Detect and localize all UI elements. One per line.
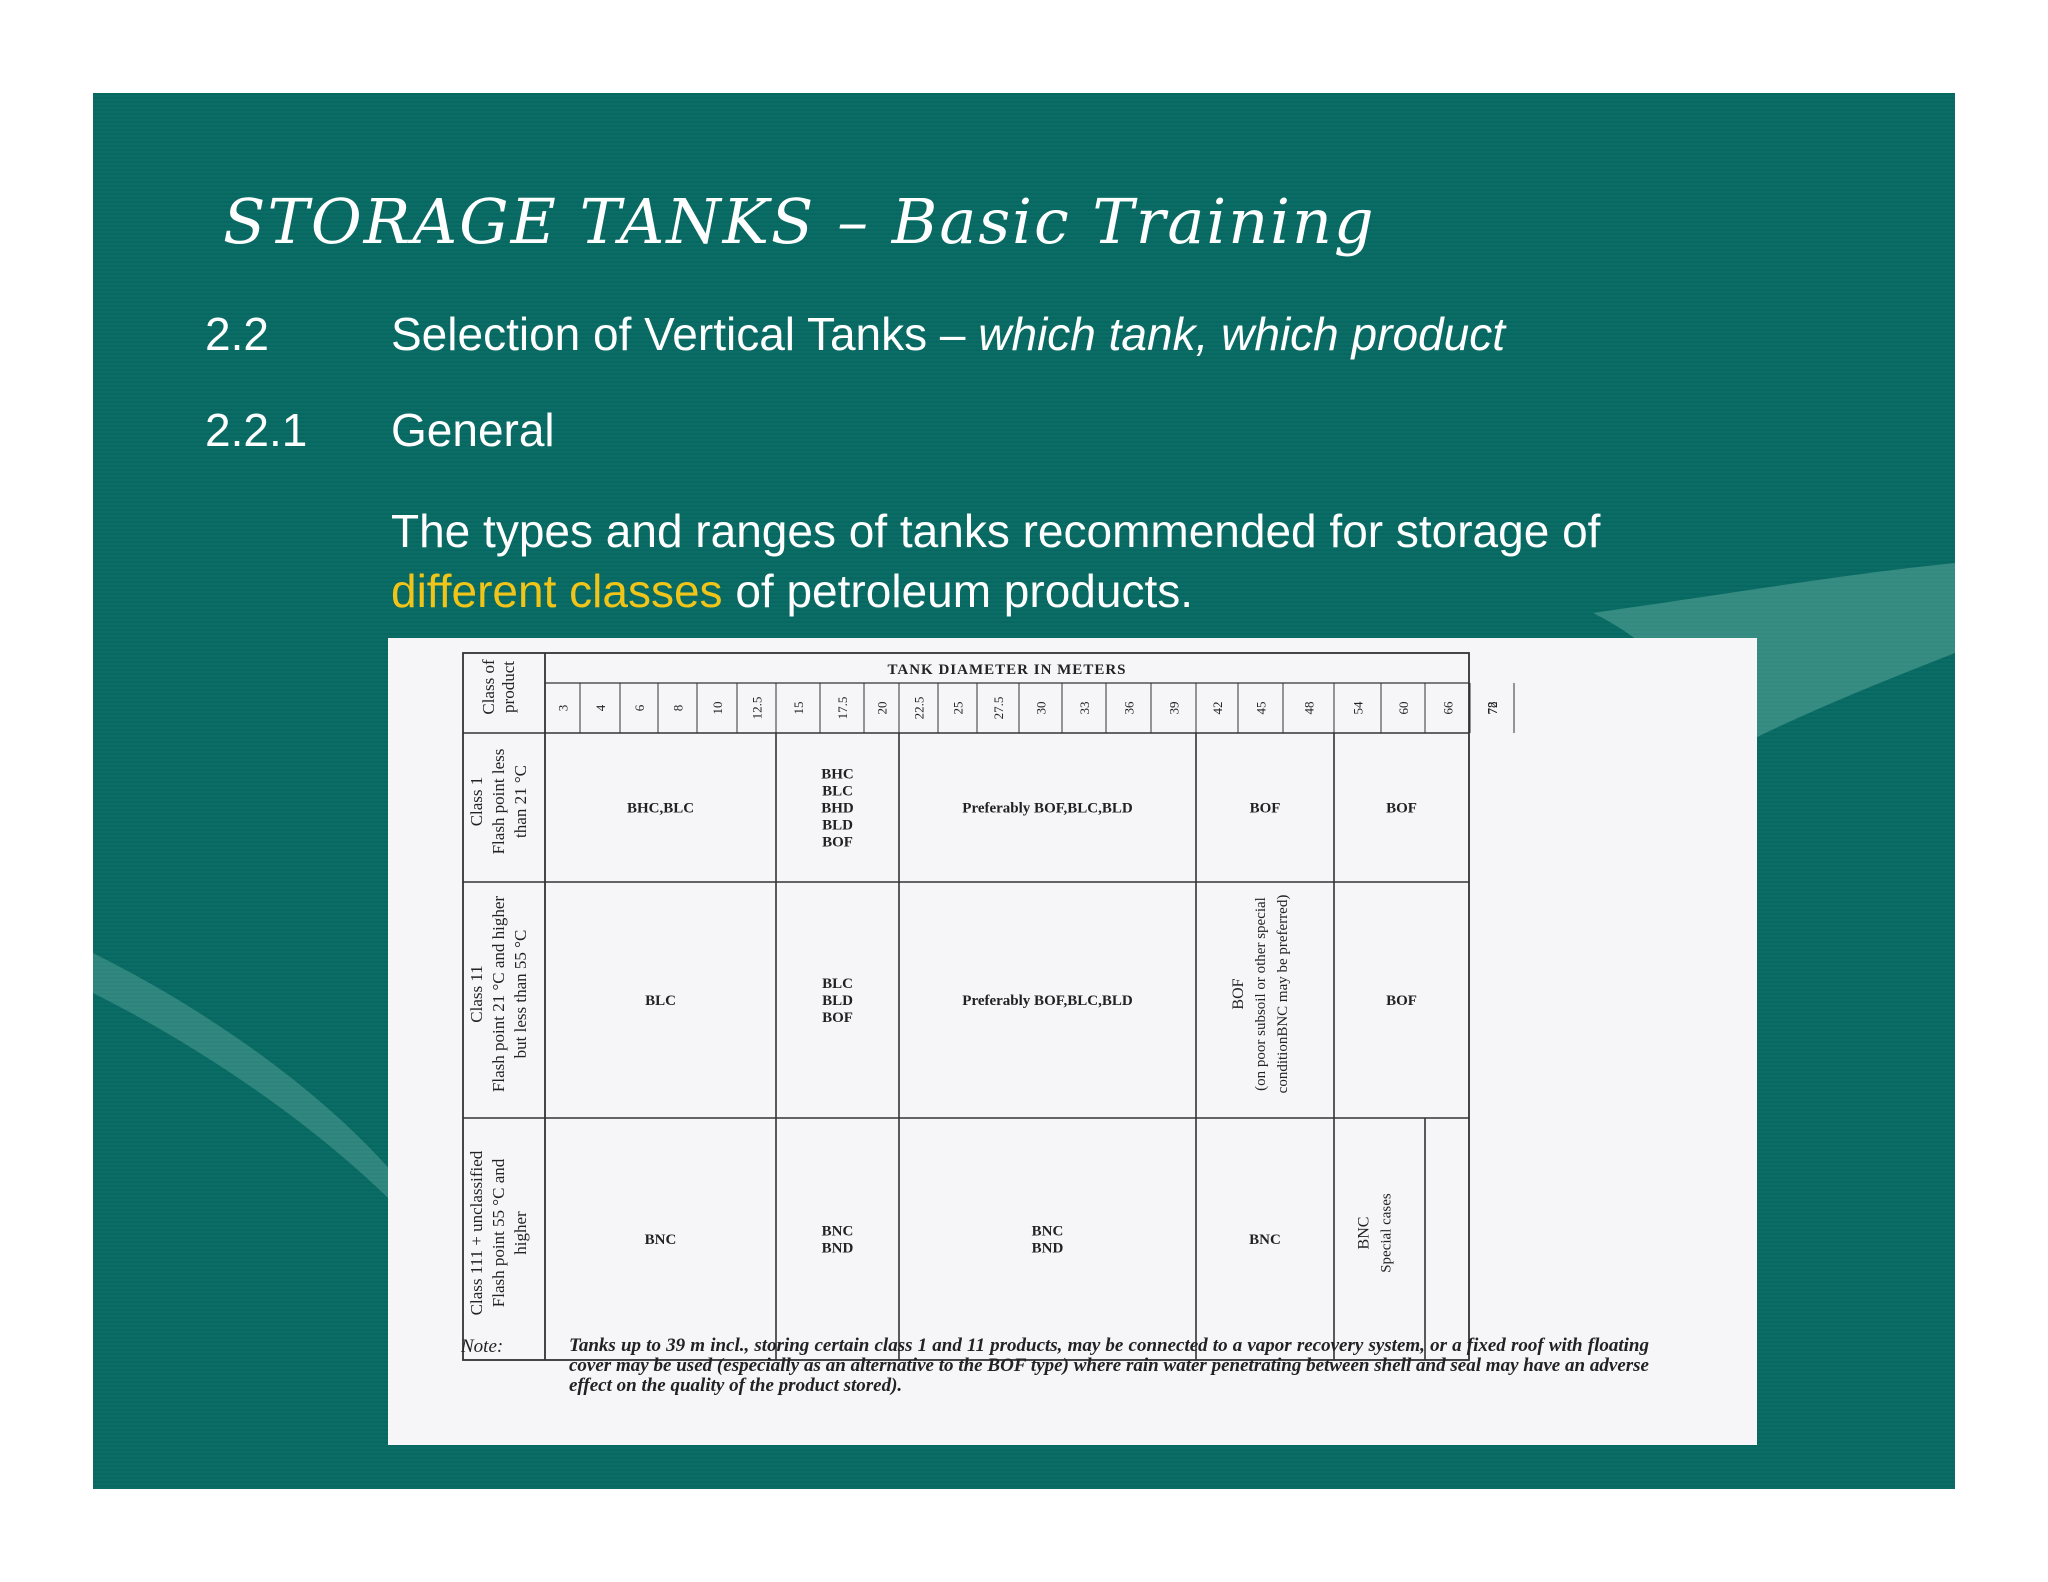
diameter-label: 3 — [556, 705, 571, 712]
cell-text: BND — [822, 1241, 854, 1257]
note-label: Note: — [461, 1336, 504, 1357]
body-paragraph: The types and ranges of tanks recommende… — [391, 501, 1791, 621]
cell-text: BNC — [1032, 1224, 1064, 1240]
row-class-label: Flash point 55 °C and — [489, 1158, 508, 1307]
cell-rotated-text: (on poor subsoil or other special — [1253, 897, 1269, 1091]
row-class-label: than 21 °C — [511, 765, 530, 838]
diameter-label: 12.5 — [750, 697, 765, 720]
section-title: Selection of Vertical Tanks – — [391, 308, 979, 360]
cell-text: BOF — [822, 1010, 853, 1026]
cell-text: BNC — [822, 1224, 854, 1240]
cell-text: BNC — [645, 1232, 677, 1248]
row-class-label: Class 11 — [467, 965, 486, 1022]
diameter-label: 72 — [1485, 702, 1500, 715]
cell-text: BLC — [822, 976, 853, 992]
cell-text: BNC — [1249, 1232, 1281, 1248]
diameter-label: 10 — [710, 702, 725, 715]
row-class-label: Class 111 + unclassified — [467, 1150, 486, 1315]
row-class-label: Flash point less — [489, 749, 508, 855]
diameter-label: 45 — [1254, 702, 1269, 715]
section-title-italic: which tank, which product — [978, 308, 1505, 360]
cell-text: BHD — [821, 801, 854, 817]
cell-text: BHC — [821, 767, 854, 783]
cell-text: BLC — [645, 993, 676, 1009]
section-number: 2.2 — [205, 308, 269, 360]
cell-rotated-text: Special cases — [1379, 1193, 1395, 1273]
tank-selection-table-image: TANK DIAMETER IN METERS 3 4 6 8 10 12.5 15 17.5 2… — [388, 638, 1757, 1445]
table-frame — [462, 652, 1470, 1361]
diameter-label: 78 — [1485, 702, 1500, 715]
cell-text: BLD — [822, 993, 853, 1009]
cell-text: BOF — [822, 835, 853, 851]
row-class-label: but less than 55 °C — [511, 930, 530, 1059]
row-class-label: higher — [511, 1211, 530, 1255]
cell-text: BND — [1032, 1241, 1064, 1257]
cell-text: Preferably BOF,BLC,BLD — [962, 801, 1133, 817]
body-highlight: different classes — [391, 565, 723, 617]
cell-text: BOF — [1386, 801, 1417, 817]
diameter-label: 33 — [1077, 702, 1092, 715]
slide: STORAGE TANKS – Basic Training 2.2 Selec… — [93, 93, 1955, 1489]
diameter-label: 66 — [1441, 701, 1456, 715]
diameter-label: 8 — [671, 705, 686, 712]
class-header-label: product — [499, 661, 518, 713]
diameter-label: 27.5 — [991, 697, 1006, 720]
subsection-title: General — [391, 404, 555, 456]
diameter-label: 20 — [875, 702, 890, 715]
class-header-label: Class of — [479, 659, 498, 715]
note-text: Tanks up to 39 m incl., storing certain … — [569, 1335, 1649, 1396]
diameter-label: 4 — [593, 704, 608, 711]
cell-rotated-text: BOF — [1230, 978, 1247, 1009]
body-text-2: of petroleum products. — [722, 565, 1194, 617]
cell-text: BLD — [822, 818, 853, 834]
section-heading: Selection of Vertical Tanks – which tank… — [391, 307, 1505, 361]
tank-selection-table: TANK DIAMETER IN METERS 3 4 6 8 10 12.5 15 17.5 2… — [462, 652, 1515, 1361]
cell-rotated-text: conditionBNC may be preferred) — [1275, 895, 1291, 1094]
diameter-label: 36 — [1122, 701, 1137, 715]
subsection-number: 2.2.1 — [205, 404, 308, 456]
background-swoosh — [93, 563, 1955, 1203]
diameter-label: 42 — [1210, 702, 1225, 715]
diameter-label: 22.5 — [912, 697, 927, 720]
row-class-label: Class 1 — [467, 777, 486, 827]
row-class-label: Flash point 21 °C and higher — [489, 896, 508, 1092]
cell-text: BHC,BLC — [627, 801, 694, 817]
diameter-header-title: TANK DIAMETER IN METERS — [888, 662, 1127, 678]
cell-text: Preferably BOF,BLC,BLD — [962, 993, 1133, 1009]
diameter-label: 30 — [1034, 702, 1049, 715]
cell-text: BLC — [822, 784, 853, 800]
body-text-1: The types and ranges of tanks recommende… — [391, 505, 1601, 557]
diameter-label: 54 — [1351, 701, 1366, 715]
cell-text: BOF — [1386, 993, 1417, 1009]
cell-text: BOF — [1250, 801, 1281, 817]
diameter-label: 39 — [1167, 702, 1182, 715]
slide-title: STORAGE TANKS – Basic Training — [223, 185, 1376, 258]
cell-rotated-text: BNC — [1356, 1217, 1373, 1250]
diameter-label: 17.5 — [835, 697, 850, 720]
diameter-label: 48 — [1302, 702, 1317, 715]
diameter-label: 6 — [632, 704, 647, 711]
diameter-label: 15 — [791, 702, 806, 715]
diameter-label: 25 — [951, 702, 966, 715]
diameter-label: 60 — [1396, 702, 1411, 715]
